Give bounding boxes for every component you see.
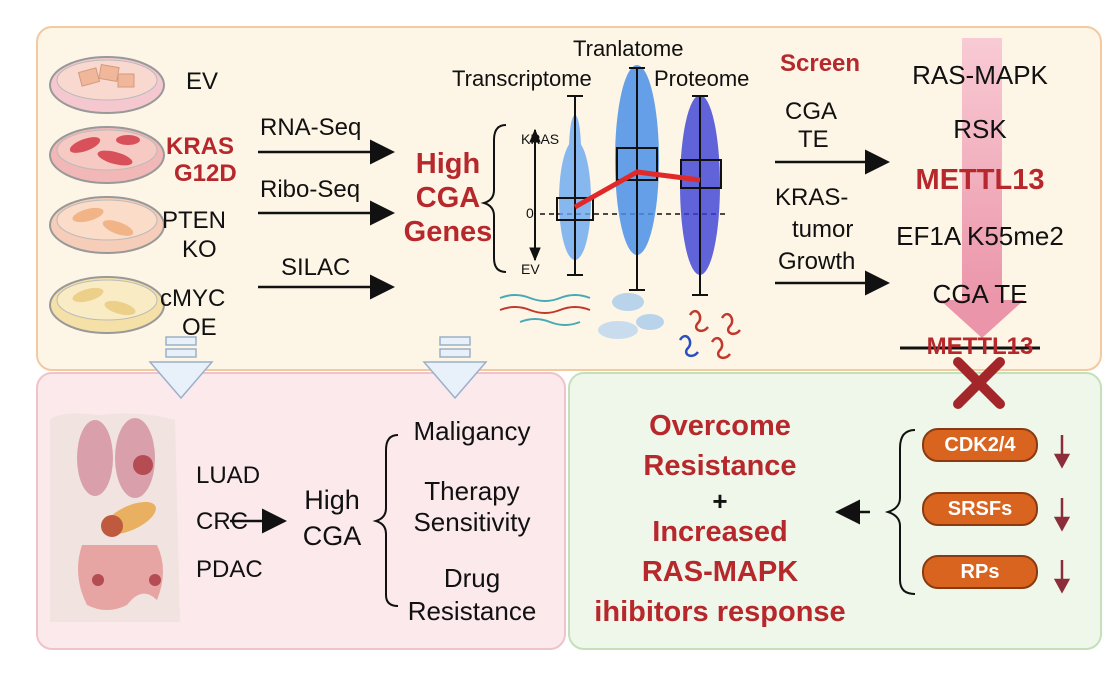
growth-arrow-line-1: KRAS-: [775, 184, 849, 211]
condition-kras: KRAS: [166, 133, 235, 160]
knockout-x-icon: [953, 357, 1005, 409]
pill-srsfs: SRSFs: [922, 492, 1038, 526]
cancer-crc: CRC: [196, 508, 248, 535]
growth-arrow-line-3: Growth: [778, 248, 856, 275]
bl-high-cga-1: High: [304, 485, 360, 515]
method-silac: SILAC: [281, 254, 351, 281]
result-ras-mapk: RAS-MAPK: [912, 60, 1048, 90]
condition-cmyc: cMYC: [160, 285, 226, 312]
result-cga-te: CGA TE: [932, 279, 1028, 309]
br-line-resistance: Resistance: [643, 450, 797, 482]
cancer-pdac: PDAC: [196, 556, 263, 583]
down-arrow-middle: [422, 336, 488, 400]
plot-label-kras: KRAS: [521, 131, 560, 147]
br-line-increased: Increased: [652, 516, 788, 548]
plot-title-translatome: Tranlatome: [573, 36, 684, 61]
pill-cdk24: CDK2/4: [922, 428, 1038, 462]
outcome-therapy: Therapy: [424, 476, 520, 506]
result-mettl13: METTL13: [915, 164, 1045, 196]
outcome-resistance: Resistance: [407, 596, 537, 626]
method-rna-seq: RNA-Seq: [260, 114, 362, 141]
condition-oe: OE: [182, 314, 217, 341]
plot-label-zero: 0: [526, 205, 534, 221]
screen-funnel-arrow: [940, 38, 1024, 338]
br-line-overcome: Overcome: [649, 410, 791, 442]
petri-dish-ev-icon: [49, 56, 165, 114]
screen-label: Screen: [780, 50, 861, 77]
down-arrow-left: [148, 336, 214, 400]
protein-icon: [678, 309, 741, 360]
growth-arrow-line-2: tumor: [792, 216, 854, 243]
plot-col-proteome: Proteome: [654, 66, 750, 91]
br-line-inhibitors: ihibitors response: [594, 596, 846, 628]
cancer-luad: LUAD: [196, 462, 261, 489]
outcome-drug: Drug: [443, 563, 501, 593]
plot-col-transcriptome: Transcriptome: [452, 66, 592, 91]
ribosome-icon: [598, 293, 664, 339]
condition-ko: KO: [182, 236, 217, 263]
method-ribo-seq: Ribo-Seq: [260, 176, 361, 203]
result-mettl13-knockout: METTL13: [926, 333, 1034, 360]
high-cga-genes-1: High: [415, 148, 481, 180]
result-rsk: RSK: [953, 114, 1007, 144]
outcome-sensitivity: Sensitivity: [413, 507, 531, 537]
high-cga-genes-2: CGA: [415, 182, 481, 214]
screen-arrow-line-2: TE: [798, 126, 829, 153]
plot-label-ev: EV: [521, 261, 540, 277]
br-line-plus: +: [712, 486, 728, 516]
bl-high-cga-2: CGA: [302, 521, 362, 551]
result-ef1a: EF1A K55me2: [896, 221, 1064, 251]
torso-organs-icon: [50, 413, 180, 622]
petri-dish-pten-icon: [49, 196, 165, 254]
condition-g12d: G12D: [174, 160, 237, 187]
screen-arrow-line-1: CGA: [785, 98, 838, 125]
rna-strands-icon: [499, 294, 591, 326]
petri-dish-kras-icon: [49, 126, 165, 184]
pill-rps: RPs: [922, 555, 1038, 589]
condition-ev: EV: [186, 68, 219, 95]
condition-pten: PTEN: [162, 207, 227, 234]
decrease-arrows: [1053, 435, 1071, 594]
petri-dish-cmyc-icon: [49, 276, 165, 334]
high-cga-genes-3: Genes: [403, 216, 493, 248]
outcome-maligancy: Maligancy: [413, 416, 531, 446]
br-line-ras-mapk: RAS-MAPK: [641, 556, 799, 588]
